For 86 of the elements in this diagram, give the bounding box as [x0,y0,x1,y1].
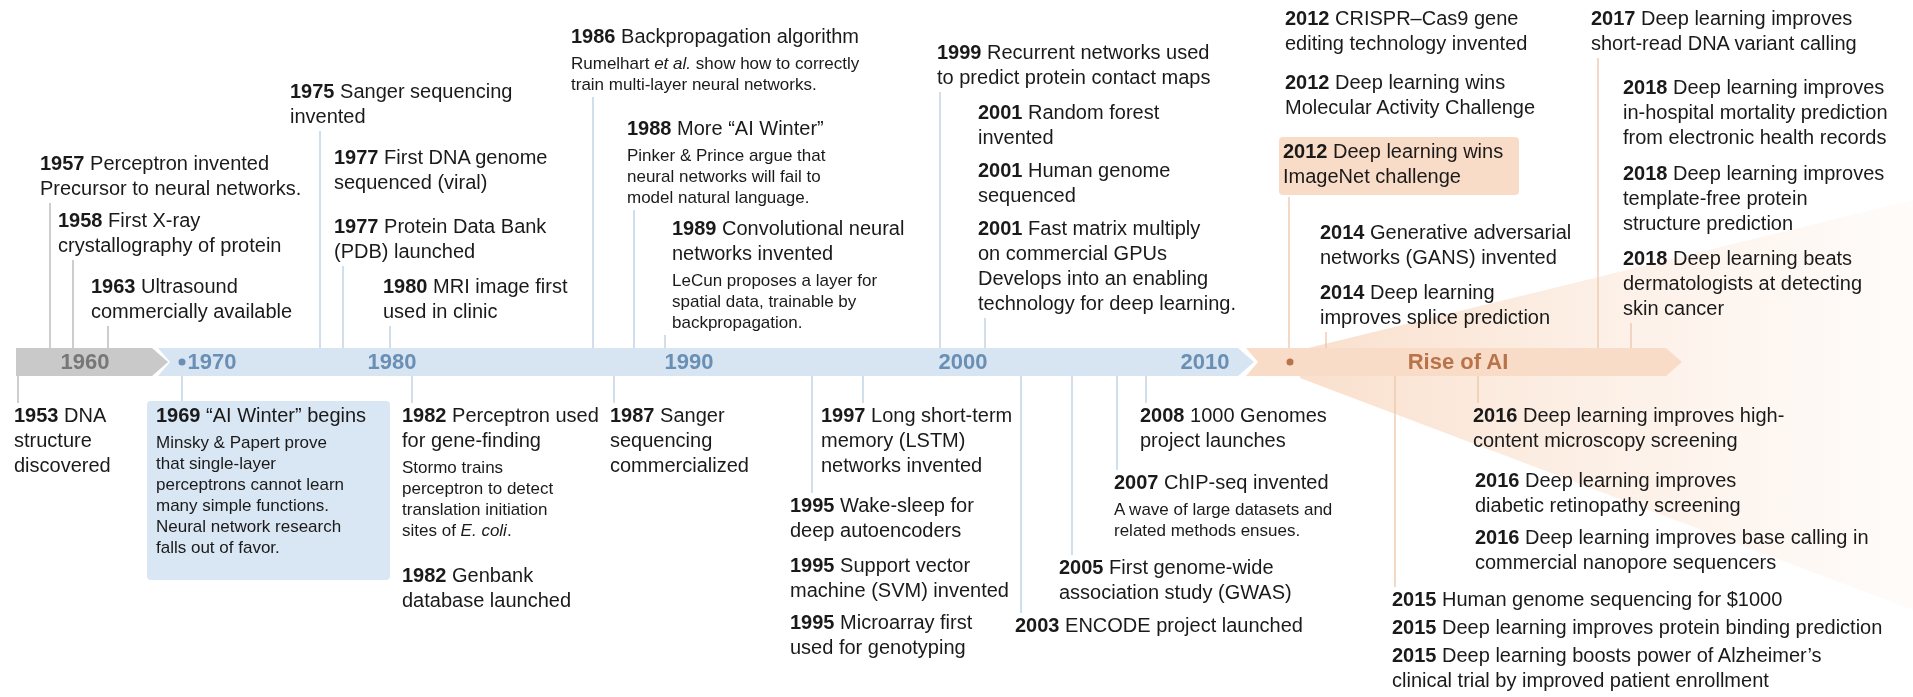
leader-line [1325,331,1327,349]
leader-line [181,375,183,402]
leader-line [411,375,413,404]
event-label: 2012 Deep learning wins Molecular Activity Challenge [1285,70,1585,120]
event-label: 2016 Deep learning improves high-content microscopy screening [1473,403,1808,453]
year-label: 1980 [367,348,417,376]
leader-line [862,375,864,404]
leader-line [1020,375,1022,614]
event-label: 2015 Human genome sequencing for $1000 [1392,587,1892,612]
leader-line [389,325,391,349]
event-label: 2015 Deep learning boosts power of Alzheimer’s clinical trial by improved patient enrollment [1392,643,1862,693]
year-label: 1960 [60,348,110,376]
event-label: 1958 First X-ray crystallography of protein [58,208,303,258]
event-description: Develops into an enabling technology for deep learning. [978,266,1237,316]
leader-line [664,334,666,349]
event-label: 2003 ENCODE project launched [1015,613,1335,638]
event-title: 1957 Perceptron invented [40,151,271,176]
event-label: 1995 Microarray first used for genotyping [790,610,995,660]
year-label: 1990 [664,348,714,376]
year-label: Rise of AI [1407,348,1509,376]
leader-line [1116,375,1118,471]
highlight-box [1279,137,1519,195]
year-label: 2000 [938,348,988,376]
event-label: 2001 Human genome sequenced [978,158,1178,208]
event-label: 1997 Long short-term memory (LSTM) networks invented [821,403,1018,478]
event-label: 2014 Generative adversarial networks (GANS) invented [1320,220,1602,270]
event-label: 2008 1000 Genomes project launches [1140,403,1350,453]
year-label: 1970 [187,348,237,376]
event-description: Minsky & Papert prove that single-layer perceptrons cannot learn many simple functions. Neural network research falls out of favor. [156,432,346,558]
event-label: 1963 Ultrasound commercially available [91,274,316,324]
event-label: 2018 Deep learning improves in-hospital mortality prediction from electronic health records [1623,75,1910,150]
leader-line [1597,57,1599,349]
event-title: 2012 Deep learning wins ImageNet challenge [1283,139,1505,189]
event-label: 1977 First DNA genome sequenced (viral) [334,145,564,195]
year-label: 2010 [1180,348,1230,376]
leader-line [984,317,986,349]
leader-line [72,259,74,349]
event-label: 1975 Sanger sequencing invented [290,79,530,129]
event-title: 1986 Backpropagation algorithm [571,24,860,49]
event-label: 1987 Sanger sequencing commercialized [610,403,760,478]
event-title: 1988 More “AI Winter” [627,116,825,141]
event-label: 2012 CRISPR–Cas9 gene editing technology invented [1285,6,1580,56]
event-label: 1995 Support vector machine (SVM) invented [790,553,1022,603]
event-description: Pinker & Prince argue that neural networks will fail to model natural language. [627,145,827,208]
event-description: Rumelhart et al. show how to correctly train multi-layer neural networks. [571,53,861,95]
event-label: 2017 Deep learning improves short-read DNA variant calling [1591,6,1891,56]
leader-line [811,375,813,494]
event-label: 2018 Deep learning improves template-free protein structure prediction [1623,161,1885,236]
event-description: A wave of large datasets and related methods ensues. [1114,499,1334,541]
event-label: 1995 Wake-sleep for deep autoencoders [790,493,995,543]
event-label: 1953 DNA structure discovered [14,403,110,478]
event-label: 1980 MRI image first used in clinic [383,274,568,324]
leader-line [1630,322,1632,349]
leader-line [49,202,51,349]
leader-line [342,265,344,349]
leader-line [1145,375,1147,404]
leader-line [633,209,635,349]
event-label: 2005 First genome-wide association study (GWAS) [1059,555,1309,605]
event-title: 2001 Fast matrix multiply on commercial GPUs [978,216,1202,266]
leader-line [1288,196,1290,349]
leader-line [107,325,109,349]
event-label: 2001 Random forest invented [978,100,1174,150]
event-title: 1989 Convolutional neural networks invented [672,216,906,266]
leader-line [613,375,615,404]
highlight-box [147,401,390,580]
event-label: 2014 Deep learning improves splice prediction [1320,280,1572,330]
leader-line [1477,375,1479,404]
event-title: 2007 ChIP-seq invented [1114,470,1330,495]
leader-line [319,130,321,349]
leader-line [17,375,19,404]
event-label: 1982 Genbank database launched [402,563,597,613]
leader-line [1071,375,1073,556]
event-description: Precursor to neural networks. [40,176,303,201]
event-description: Stormo trains perceptron to detect translation initiation sites of E. coli. [402,457,555,541]
event-label: 2016 Deep learning improves diabetic retinopathy screening [1475,468,1775,518]
event-label: 2016 Deep learning improves base calling in commercial nanopore sequencers [1475,525,1885,575]
event-description: LeCun proposes a layer for spatial data, trainable by backpropagation. [672,270,879,333]
event-title: 1982 Perceptron used for gene-finding [402,403,599,453]
event-label: 2015 Deep learning improves protein binding prediction [1392,615,1912,640]
leader-line [592,96,594,349]
event-title: 1969 “AI Winter” begins [156,403,368,428]
event-label: 1999 Recurrent networks used to predict protein contact maps [937,40,1227,90]
leader-line [1394,375,1396,588]
event-label: 1977 Protein Data Bank (PDB) launched [334,214,564,264]
leader-line [939,91,941,349]
event-label: 2018 Deep learning beats dermatologists at detecting skin cancer [1623,246,1885,321]
